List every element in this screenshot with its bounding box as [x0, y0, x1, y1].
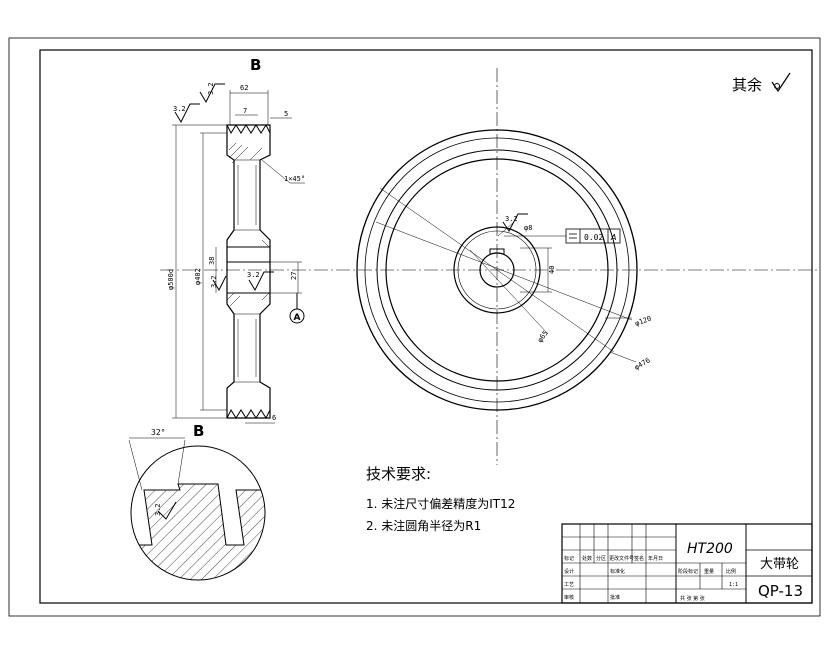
dim-7: 7: [243, 107, 247, 115]
tech-note-1: 1. 未注尺寸偏差精度为IT12: [366, 496, 515, 511]
detail-view: B 32° 3.2: [128, 422, 266, 581]
label-review: 审核: [564, 594, 574, 601]
stage-label-1: 阶段标记: [678, 568, 698, 575]
tolerance-value: 0.02: [584, 233, 603, 242]
row-label-4: 更改文件号: [609, 555, 634, 562]
dim-angle: 32°: [151, 428, 165, 437]
label-approve: 批准: [610, 594, 620, 601]
dim-32-a: 3.2: [173, 105, 186, 113]
sheet-info: 共 张 第 张: [680, 595, 705, 602]
dim-476: φ476: [633, 356, 652, 371]
row-label-6: 年月日: [648, 555, 663, 562]
dim-32-b: 3.2: [247, 271, 260, 279]
dim-32-detail: 3.2: [154, 503, 162, 516]
dim-500: φ500d: [167, 269, 175, 290]
row-label-1: 标记: [564, 555, 574, 562]
material: HT200: [687, 541, 733, 557]
dim-62: 62: [240, 84, 248, 92]
section-view-label: B: [250, 56, 261, 74]
dim-6: 6: [272, 414, 276, 422]
dim-402: φ402: [194, 268, 202, 285]
section-view: B: [160, 56, 820, 424]
stage-label-2: 重量: [704, 568, 714, 575]
dim-40: 40: [548, 266, 556, 274]
row-label-3: 分区: [596, 555, 606, 562]
dim-8: φ8: [524, 224, 532, 232]
datum-label: A: [294, 313, 301, 323]
dim-120: φ120: [634, 315, 653, 328]
row-label-5: 签名: [634, 555, 644, 562]
label-process: 工艺: [564, 582, 574, 588]
dim-38: 38: [208, 257, 216, 265]
surface-note-text: 其余: [732, 76, 762, 94]
dim-65: φ65: [536, 329, 550, 344]
tech-heading: 技术要求:: [366, 465, 431, 483]
front-view: 0.02 A 3.2 φ8 40 φ120 φ476 φ65: [356, 68, 653, 465]
surface-note: 其余: [732, 72, 791, 94]
dim-27: 27: [290, 272, 298, 280]
outer-frame: [8, 37, 821, 617]
dim-32-d: 3.2: [210, 275, 218, 288]
label-design: 设计: [564, 568, 574, 575]
roughness-check-icon: [771, 72, 791, 93]
scale-value: 1:1: [729, 582, 738, 588]
row-label-2: 处数: [582, 555, 592, 562]
part-name: 大带轮: [760, 557, 799, 572]
tolerance-datum: A: [610, 233, 616, 242]
drawing-number: QP-13: [758, 582, 803, 600]
dim-32-e: 3.2: [505, 215, 518, 223]
dim-chamfer: 1×45°: [284, 175, 305, 183]
detail-view-label: B: [193, 422, 204, 440]
tech-requirements: 技术要求: 1. 未注尺寸偏差精度为IT12 2. 未注圆角半径为R1: [366, 465, 515, 533]
inner-frame: [39, 49, 813, 604]
label-standardize: 标准化: [610, 568, 625, 575]
dim-5: 5: [284, 110, 288, 118]
dim-32-c: 3.2: [207, 82, 215, 95]
title-block: HT200 大带轮 QP-13 标记 处数 分区 更改文件号 签名 年月日 设计…: [561, 523, 813, 604]
stage-label-3: 比例: [726, 568, 736, 575]
tech-note-2: 2. 未注圆角半径为R1: [366, 518, 481, 533]
